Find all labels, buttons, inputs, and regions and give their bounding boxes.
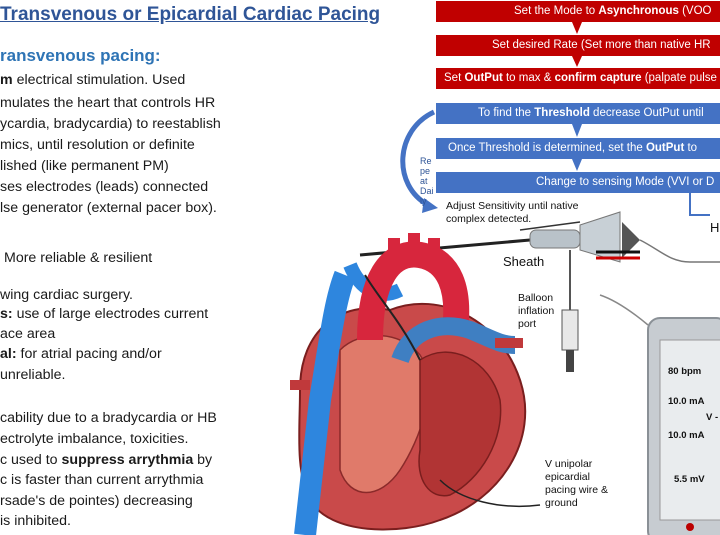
balloon-label: port <box>518 318 537 330</box>
text-line: is inhibited. <box>0 513 71 529</box>
vena-cava <box>294 270 356 535</box>
text-line: m electrical stimulation. Used <box>0 72 185 89</box>
pacer-a-output: 10.0 mA <box>668 396 705 407</box>
adjust-arrow <box>519 221 581 231</box>
text-line: lse generator (external pacer box). <box>0 200 217 216</box>
adjust-text: Adjust Sensitivity until native <box>446 200 579 212</box>
page-title: Transvenous or Epicardial Cardiac Pacing <box>0 4 381 25</box>
step-mode: Set the Mode to Asynchronous (VOO <box>436 1 720 22</box>
step-text: (VOO <box>678 5 712 17</box>
flow-arrows-blue <box>572 124 582 171</box>
text-line: lished (like permanent PM) <box>0 158 169 174</box>
step-text: To find the <box>478 107 535 119</box>
step-bold: OutPut <box>645 142 685 154</box>
epicardial-label: V unipolar <box>545 458 593 470</box>
step-set-output: Once Threshold is determined, set the Ou… <box>436 138 720 159</box>
vessel-stub <box>495 338 523 348</box>
repeat-arrow <box>400 109 436 208</box>
text-line: rsade's de pointes) decreasing <box>0 493 193 509</box>
text-line: ses electrodes (leads) connected <box>0 179 209 195</box>
step-text: Set the Mode to <box>514 5 599 17</box>
step-text: Set <box>444 72 465 84</box>
text-line: ycardia, bradycardia) to reestablish <box>0 116 221 132</box>
pacer-sensitivity: 5.5 mV <box>674 474 705 485</box>
step-rate: Set desired Rate (Set more than native H… <box>436 35 720 56</box>
pacer-cable <box>599 294 649 326</box>
text-line: c used to suppress arrythmia by <box>0 452 212 469</box>
text-line: unreliable. <box>0 367 66 383</box>
balloon-label: Balloon <box>518 292 554 304</box>
repeat-arrowhead <box>422 198 438 213</box>
pacer-light <box>686 523 694 531</box>
step-threshold: To find the Threshold decrease OutPut un… <box>436 103 720 124</box>
text-span: for atrial pacing and/or <box>16 346 162 362</box>
text-line: cability due to a bradycardia or HB <box>0 410 217 426</box>
step-text: decrease OutPut until <box>589 107 704 119</box>
step-text: to max & <box>502 72 555 84</box>
catheter-wire <box>359 238 531 257</box>
flow-arrows <box>572 22 582 67</box>
sheath-label: Sheath <box>503 254 545 269</box>
text-line: mulates the heart that controls HR <box>0 95 216 111</box>
text-line: ectrolyte imbalance, toxicities. <box>0 431 189 447</box>
repeat-label: Repeat Daily <box>420 156 434 206</box>
balloon-label: inflation <box>518 305 555 317</box>
text-span: use of large electrodes current <box>12 306 209 322</box>
step-sensing: Change to sensing Mode (VVI or D <box>436 172 720 193</box>
aorta-branch <box>408 233 420 259</box>
text-line: ace area <box>0 326 56 342</box>
aorta-branch <box>428 238 440 262</box>
text-bold: al: <box>0 346 17 362</box>
epicardial-wire <box>439 479 541 508</box>
step-text: to <box>684 142 698 154</box>
letter-h: H <box>710 220 720 235</box>
sheath-body <box>529 229 581 249</box>
side-arrow <box>689 193 710 216</box>
step-bold: confirm capture <box>554 72 642 84</box>
text-line: More reliable & resilient <box>4 250 153 266</box>
connector <box>622 222 640 258</box>
step-bold: Threshold <box>534 107 590 119</box>
text-bold: s: <box>0 306 13 322</box>
syringe <box>561 309 579 351</box>
epicardial-label: epicardial <box>545 471 590 483</box>
pacer-screen <box>659 339 720 521</box>
section-heading: ransvenous pacing: <box>0 46 161 65</box>
text-span: electrical stimulation. Used <box>12 72 186 88</box>
pacer-v-output: 10.0 mA <box>668 430 705 441</box>
step-bold: OutPut <box>464 72 503 84</box>
text-line: s: use of large electrodes current <box>0 306 208 323</box>
heart <box>298 302 527 531</box>
pacer-v-label: V - <box>706 412 719 423</box>
epicardial-label: pacing wire & <box>545 484 609 496</box>
text-line: c is faster than current arrythmia <box>0 472 204 488</box>
pacer-rate: 80 bpm <box>668 366 702 377</box>
text-line: al: for atrial pacing and/or <box>0 346 162 363</box>
epicardial-label: ground <box>545 497 578 509</box>
text-span: c used to <box>0 452 62 468</box>
text-span: by <box>193 452 213 468</box>
step-bold: Asynchronous <box>598 5 679 17</box>
step-output: Set OutPut to max & confirm capture (pal… <box>436 68 720 89</box>
adjust-text: complex detected. <box>446 213 532 225</box>
syringe-plunger <box>566 350 574 372</box>
aorta-branch <box>388 238 400 262</box>
text-bold: m <box>0 72 13 88</box>
vessel-stub <box>290 380 310 390</box>
text-line: wing cardiac surgery. <box>0 287 133 303</box>
lead-cable <box>639 239 720 263</box>
step-text: Once Threshold is determined, set the <box>448 142 646 154</box>
pacing-lead <box>364 274 421 361</box>
text-line: mics, until resolution or definite <box>0 137 195 153</box>
sheath-hub <box>579 211 621 263</box>
text-bold: suppress arrythmia <box>61 452 194 468</box>
step-text: (palpate pulse <box>641 72 717 84</box>
